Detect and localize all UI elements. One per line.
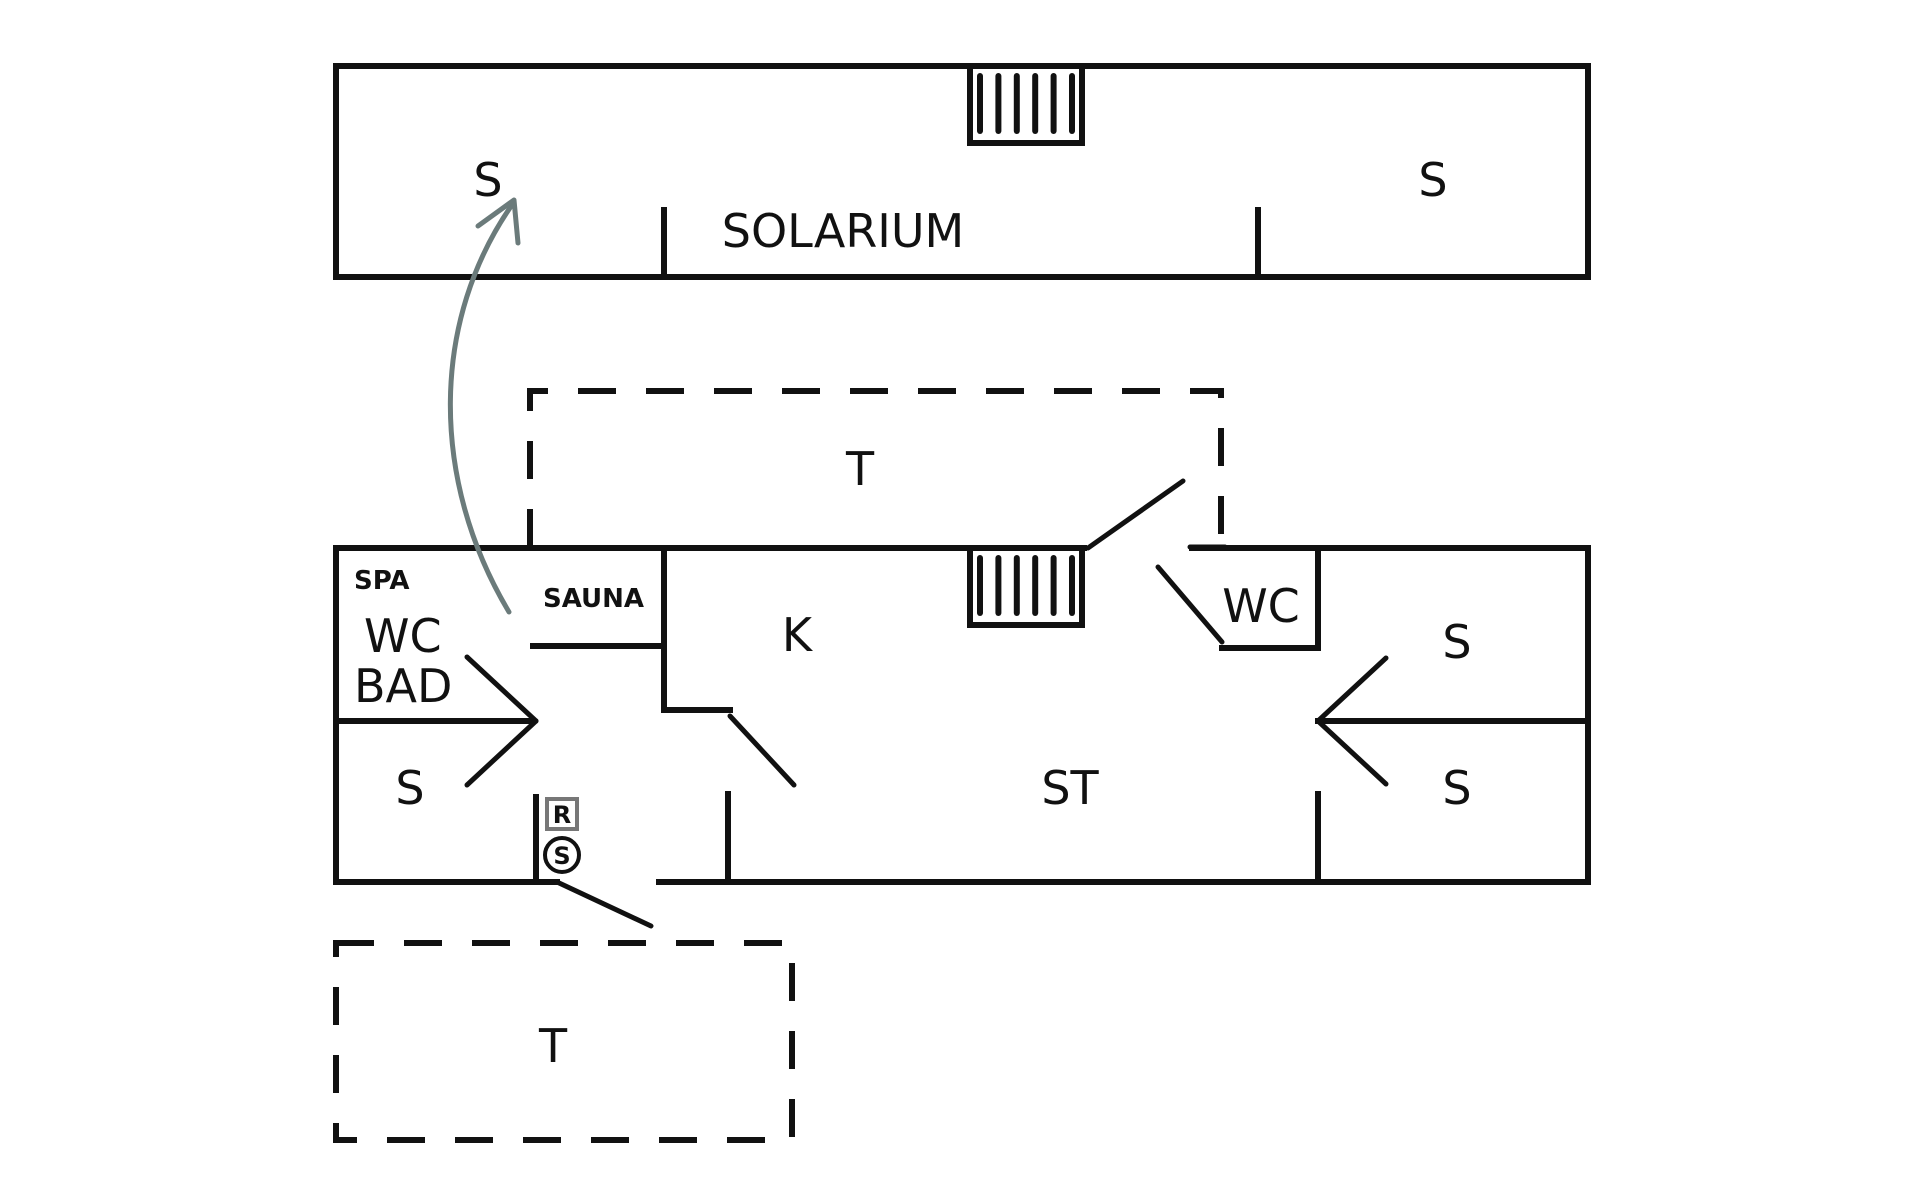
stair-arrow — [447, 197, 521, 615]
terrace-top: T — [527, 388, 1224, 547]
door-entry — [554, 879, 654, 929]
wc-right-label: WC — [1222, 579, 1300, 633]
s-right-bottom-label: S — [1442, 761, 1471, 815]
upper-stair — [967, 63, 1085, 146]
spa-label: SPA — [354, 566, 410, 596]
door-terrace-top — [1085, 478, 1186, 551]
upper-stair-box — [967, 63, 1085, 146]
terrace-top-label: T — [845, 442, 875, 496]
wc-bad-label-line1: WC — [364, 609, 442, 663]
upper-floor: S SOLARIUM S — [333, 63, 1591, 280]
door-wc-right — [1155, 564, 1225, 645]
upper-floor-outline — [333, 63, 1591, 280]
s-symbol-label: S — [553, 842, 570, 870]
door-s-left — [464, 718, 539, 788]
s-left-label: S — [395, 761, 424, 815]
door-kitchen — [727, 713, 797, 788]
solarium-label: SOLARIUM — [722, 204, 964, 258]
door-wc-bad — [464, 654, 539, 724]
upper-s-right-label: S — [1418, 153, 1447, 207]
ground-stair — [967, 545, 1085, 628]
r-symbol-box — [545, 797, 579, 831]
r-symbol-label: R — [553, 801, 571, 829]
terrace-top-outline — [527, 388, 1224, 547]
wc-bad-label-line2: BAD — [354, 659, 452, 713]
terrace-bottom-label: T — [538, 1019, 568, 1073]
ground-stair-box — [967, 545, 1085, 628]
arrow-curve — [447, 199, 517, 615]
sauna-label: SAUNA — [543, 584, 644, 614]
kitchen-label: K — [782, 608, 814, 662]
s-symbol-circle — [543, 836, 581, 874]
ground-floor: R S SPA WC BAD SAUNA K WC S ST S S — [333, 478, 1591, 929]
door-s-right-bottom — [1315, 718, 1389, 787]
terrace-bottom-outline — [333, 940, 795, 1143]
arrow-head-icon — [475, 197, 521, 246]
s-right-top-label: S — [1442, 615, 1471, 669]
terrace-bottom: T — [333, 940, 795, 1143]
upper-s-left-label: S — [473, 153, 502, 207]
door-s-right-top — [1315, 655, 1389, 724]
st-label: ST — [1041, 761, 1099, 815]
